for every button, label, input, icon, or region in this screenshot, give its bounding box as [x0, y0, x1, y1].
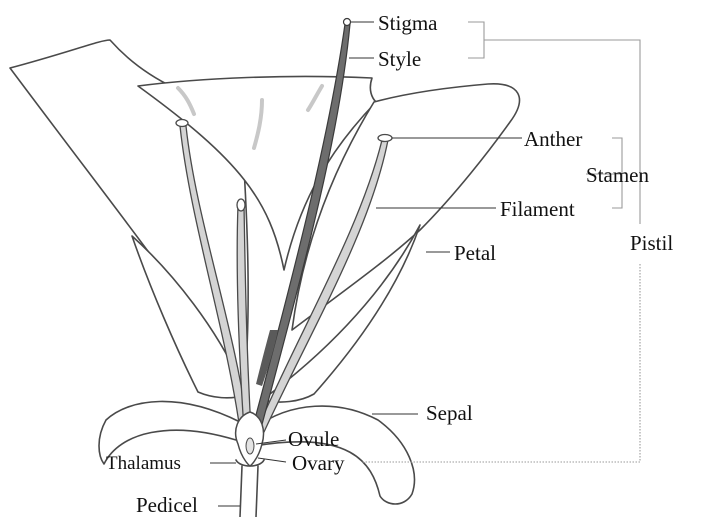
label-pistil: Pistil	[630, 231, 673, 255]
label-pedicel: Pedicel	[136, 493, 198, 517]
ovule	[246, 438, 254, 454]
label-sepal: Sepal	[426, 401, 473, 425]
anther-left	[176, 120, 188, 127]
label-filament: Filament	[500, 197, 575, 221]
stigma-tip	[344, 19, 351, 26]
pedicel	[240, 466, 258, 517]
anther-short	[237, 199, 245, 211]
label-ovule: Ovule	[288, 427, 339, 451]
label-stigma: Stigma	[378, 11, 438, 35]
label-style: Style	[378, 47, 421, 71]
label-ovary: Ovary	[292, 451, 345, 475]
bracket-pistil-bottom	[362, 264, 640, 462]
label-petal: Petal	[454, 241, 496, 265]
anther-right	[378, 135, 392, 142]
label-thalamus: Thalamus	[106, 453, 181, 474]
label-anther: Anther	[524, 127, 582, 151]
label-stamen: Stamen	[586, 163, 649, 187]
